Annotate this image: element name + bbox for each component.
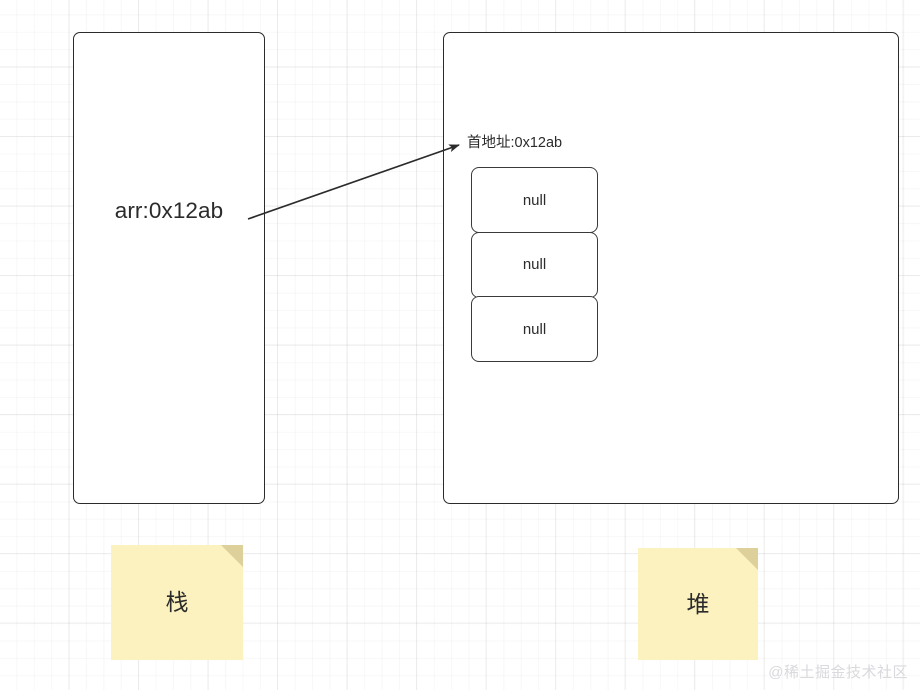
sticky-note-stack[interactable]: 栈 bbox=[111, 545, 243, 660]
pointer-arrow-line bbox=[247, 144, 460, 220]
array-cell-value: null bbox=[522, 191, 547, 209]
array-cell-value: null bbox=[522, 256, 547, 274]
array-cell[interactable]: null bbox=[471, 231, 598, 298]
array-cell[interactable]: null bbox=[471, 296, 598, 363]
sticky-fold-icon bbox=[221, 545, 243, 567]
stack-variable-label: arr:0x12ab bbox=[114, 198, 224, 223]
watermark: @稀土掘金技术社区 bbox=[768, 664, 908, 681]
sticky-note-heap[interactable]: 堆 bbox=[638, 548, 758, 660]
sticky-note-stack-label: 栈 bbox=[165, 589, 189, 615]
array-cell[interactable]: null bbox=[471, 167, 598, 233]
array-cell-group: null null null bbox=[471, 167, 598, 363]
stack-region-box[interactable] bbox=[73, 32, 265, 504]
array-cell-value: null bbox=[522, 320, 547, 338]
sticky-note-heap-label: 堆 bbox=[686, 590, 710, 617]
sticky-fold-icon bbox=[736, 548, 758, 570]
heap-base-address-label: 首地址:0x12ab bbox=[467, 135, 563, 151]
